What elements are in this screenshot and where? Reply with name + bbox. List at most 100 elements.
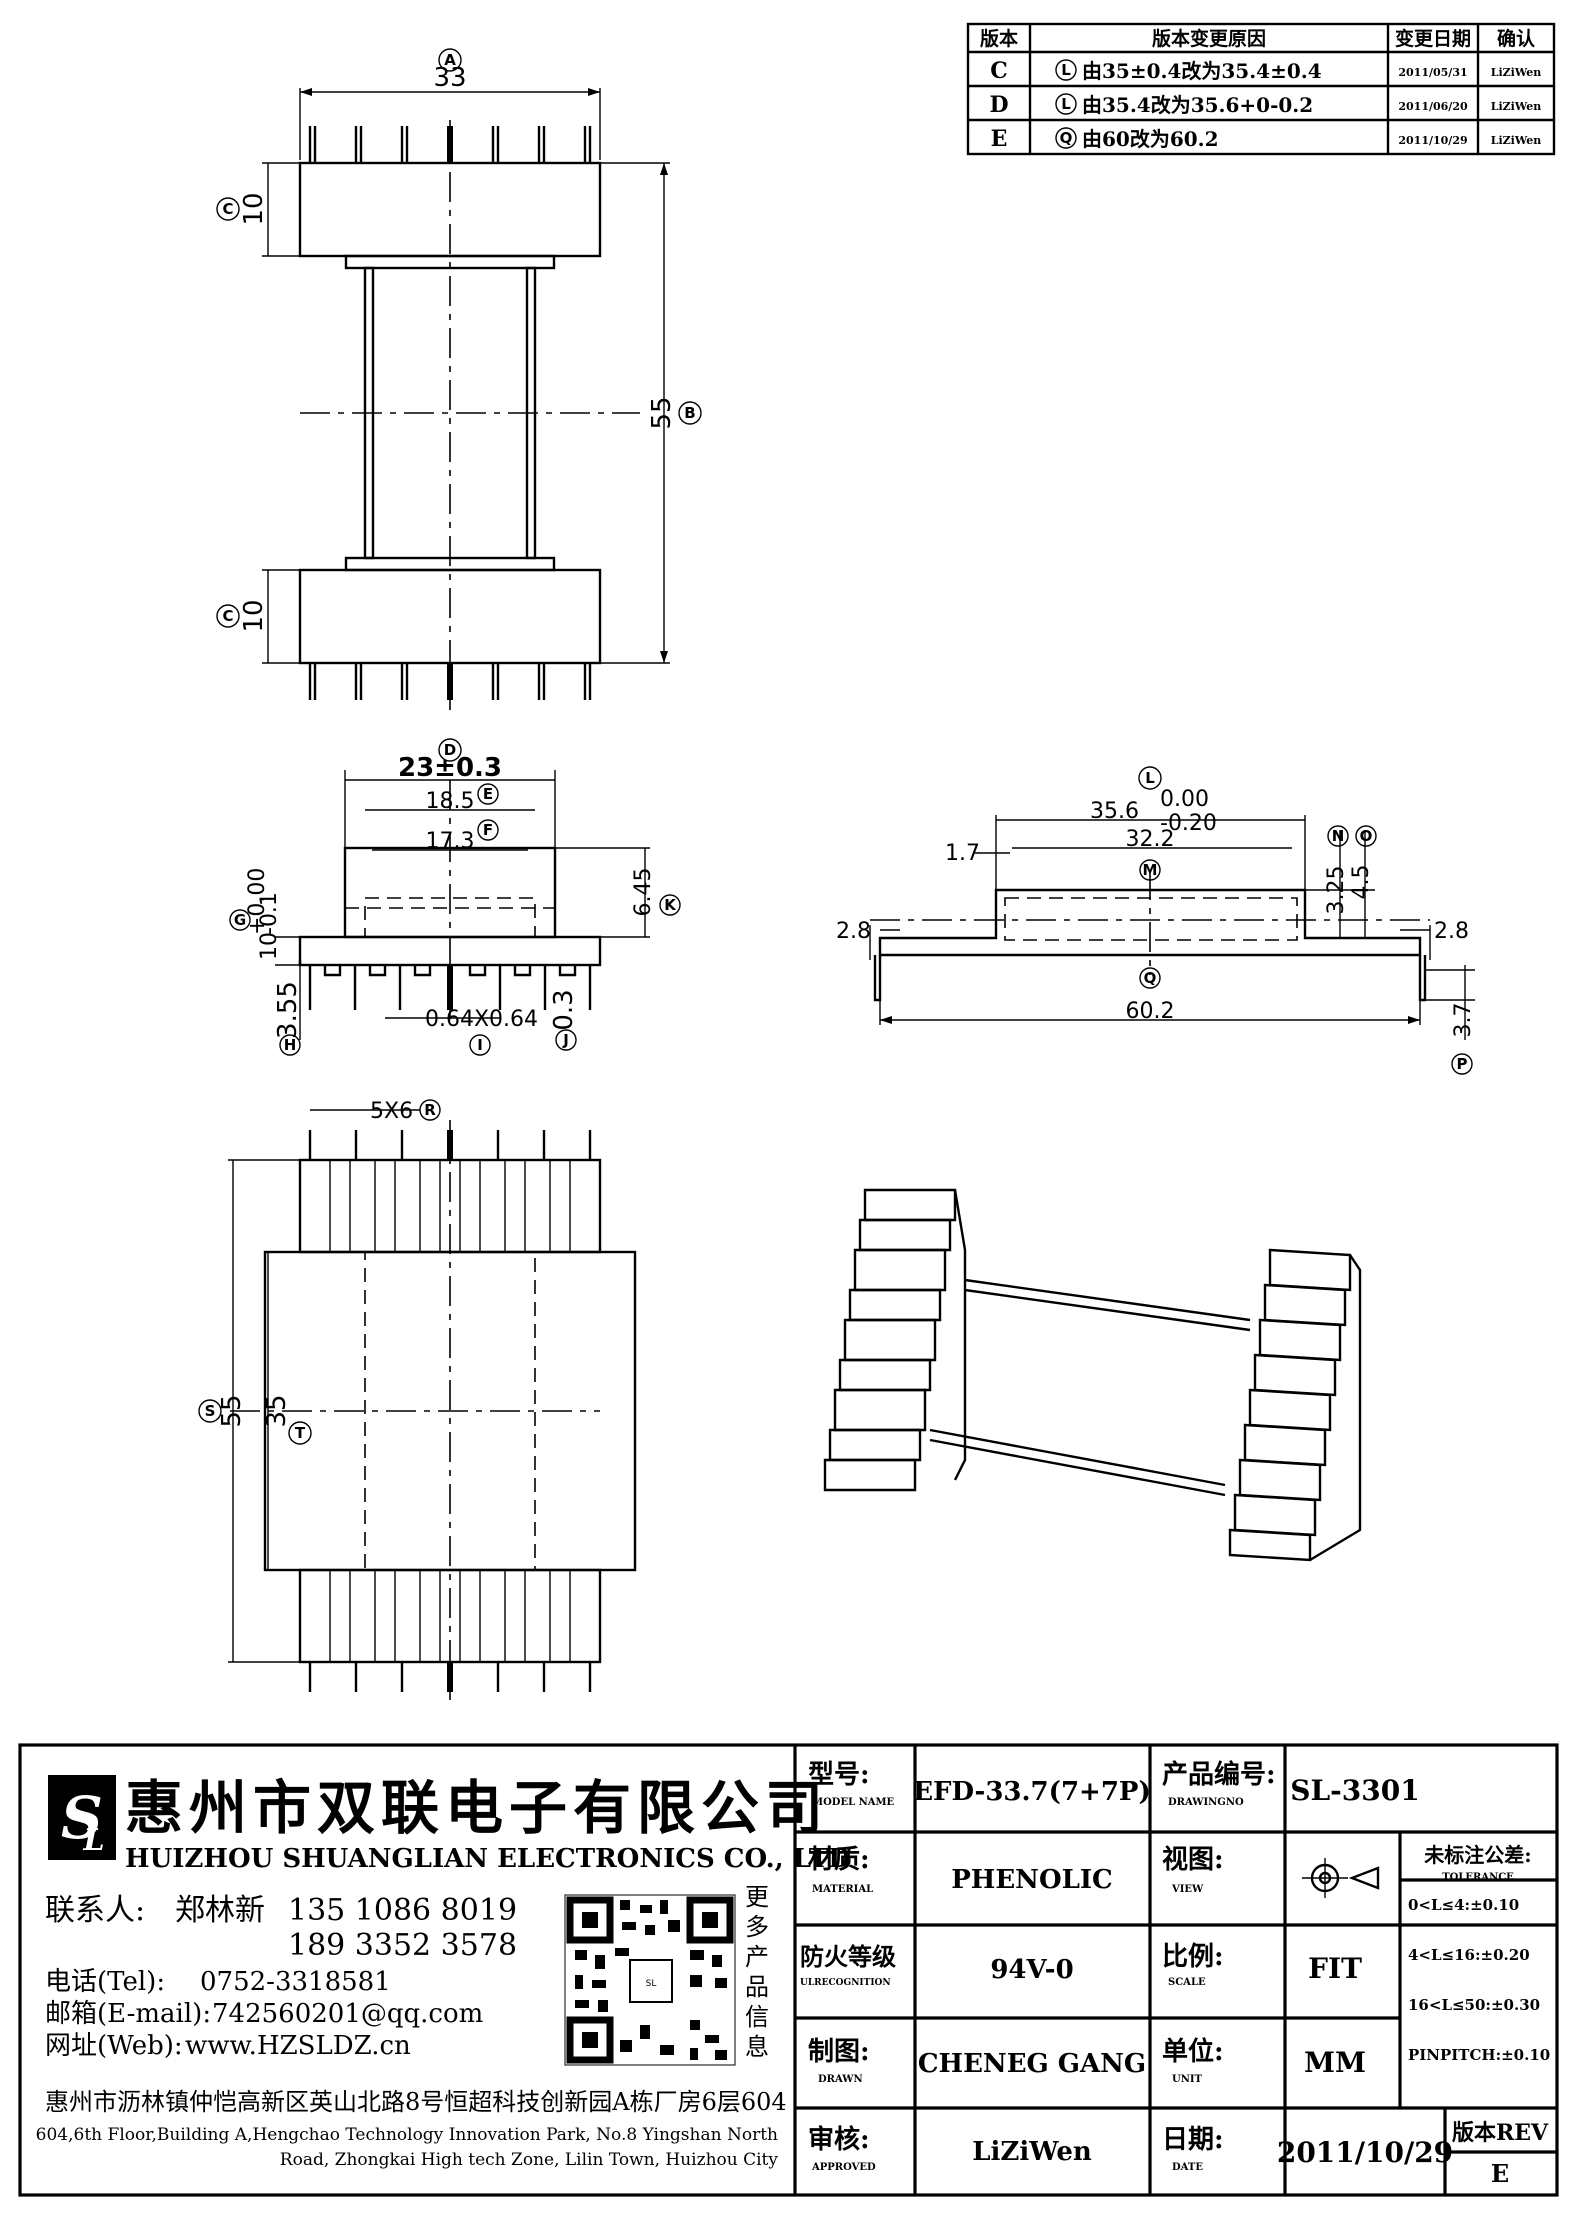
bubble-h-letter: H [284, 1036, 297, 1054]
rev-row-e-version: E [991, 126, 1008, 152]
rev-row-e-by: LiZiWen [1491, 134, 1542, 147]
bubble-i-letter: I [477, 1036, 483, 1054]
bubble-q-letter: Q [1144, 969, 1157, 987]
more-info-5: 信 [745, 2003, 769, 2031]
rev-row-d-bubble-letter: L [1061, 95, 1071, 113]
dim-i-value: 0.64X0.64 [425, 1007, 538, 1032]
address-en-line-1: 604,6th Floor,Building A,Hengchao Techno… [36, 2125, 778, 2145]
bubble-r [419, 1099, 441, 1121]
bubble-s-letter: S [205, 1402, 216, 1420]
dim-k-value: 6.45 [631, 868, 656, 917]
dim-p-value: 3.7 [1451, 1003, 1476, 1038]
bubble-i [469, 1034, 491, 1056]
projection-symbol-icon [1302, 1858, 1380, 1898]
rev-row-c-version: C [990, 58, 1008, 84]
model-label: 型号: [808, 1760, 870, 1790]
dim-q-value: 60.2 [1126, 999, 1175, 1024]
unit-label: 单位: [1162, 2036, 1224, 2067]
scale-label: 比例: [1162, 1942, 1224, 1972]
contact-phone-2: 189 3352 3578 [288, 1928, 517, 1963]
isometric-view [823, 1188, 1362, 1562]
company-name-cn: 惠州市双联电子有限公司 [125, 1774, 829, 1842]
svg-text:S: S [61, 1784, 103, 1852]
date-value: 2011/10/29 [1277, 2136, 1453, 2169]
tolerance-label: 未标注公差: [1424, 1843, 1531, 1867]
rev-row-c-reason: 由35±0.4改为35.4±0.4 [1082, 59, 1322, 83]
dim-right-flange-value: 2.8 [1434, 919, 1469, 944]
svg-text:SL: SL [646, 1979, 657, 1989]
approved-label-en: APPROVED [811, 2162, 876, 2173]
more-info-3: 产 [745, 1943, 769, 1971]
bubble-d-letter: D [444, 741, 456, 759]
bubble-l [1138, 766, 1162, 790]
scale-label-en: SCALE [1168, 1977, 1206, 1988]
bubble-r-letter: R [424, 1101, 436, 1119]
flame-label-en: ULRECOGNITION [800, 1978, 891, 1988]
drawn-label: 制图: [808, 2037, 870, 2067]
bubble-m [1139, 859, 1161, 881]
bubble-l-letter: L [1145, 769, 1155, 787]
contact-name: 郑林新 [175, 1893, 265, 1928]
drawing-no-value: SL-3301 [1290, 1774, 1419, 1807]
bubble-c-bottom [216, 604, 240, 628]
drawing-no-label-en: DRAWINGNO [1168, 1797, 1244, 1808]
rev-row-e-bubble [1055, 127, 1077, 149]
dim-j-value: 0.3 [549, 989, 579, 1030]
more-info-6: 息 [745, 2033, 769, 2061]
drawing-no-label: 产品编号: [1162, 1759, 1276, 1790]
title-block [795, 1745, 1557, 2195]
dim-left-flange-value: 2.8 [836, 919, 871, 944]
bubble-b [678, 401, 702, 425]
date-label-en: DATE [1172, 2162, 1203, 2173]
view-label-en: VIEW [1171, 1884, 1204, 1895]
address-cn: 惠州市沥林镇仲恺高新区英山北路8号恒超科技创新园A栋厂房6层604 [45, 2088, 787, 2116]
bubble-c-top-letter: C [222, 200, 233, 218]
model-label-en: MODEL NAME [812, 1797, 895, 1808]
drawn-label-en: DRAWN [818, 2074, 863, 2085]
company-name-en: HUIZHOU SHUANGLIAN ELECTRONICS CO., LTD [125, 1844, 851, 1874]
address-en-line-2: Road, Zhongkai High tech Zone, Lilin Tow… [280, 2150, 779, 2170]
more-info-1: 更 [745, 1883, 769, 1911]
dim-d-value: 23±0.3 [398, 753, 502, 783]
approved-value: LiZiWen [972, 2137, 1092, 2167]
bubble-p-letter: P [1457, 1055, 1468, 1073]
more-info-4: 品 [745, 1973, 769, 2001]
bubble-b-letter: B [684, 404, 695, 422]
bubble-n [1327, 825, 1349, 847]
web-value: www.HZSLDZ.cn [185, 2031, 411, 2061]
tolerance-line-3: 16<L≤50:±0.30 [1408, 1996, 1540, 2014]
bottom-view-bottom-pins [308, 1662, 592, 1692]
bubble-f-letter: F [483, 821, 493, 839]
tolerance-label-en: TOLERANCE [1442, 1872, 1514, 1883]
tolerance-line-4: PINPITCH:±0.10 [1408, 2046, 1550, 2064]
bubble-e [477, 783, 499, 805]
bubble-e-letter: E [483, 785, 493, 803]
company-logo: S L [48, 1775, 116, 1860]
bubble-p [1451, 1053, 1473, 1075]
material-value: PHENOLIC [951, 1865, 1112, 1895]
tel-value: 0752-3318581 [200, 1967, 391, 1997]
rev-row-c-by: LiZiWen [1491, 66, 1542, 79]
rev-row-d-reason: 由35.4改为35.6+0-0.2 [1082, 93, 1313, 117]
tolerance-line-2: 4<L≤16:±0.20 [1408, 1946, 1530, 1964]
rev-label: 版本REV [1452, 2120, 1549, 2146]
qr-code: SL [564, 1894, 736, 2066]
title-frame [18, 1743, 1559, 2197]
bubble-f [477, 819, 499, 841]
end-view: 23±0.3 D 18.5 E 17.3 F 10 +0.00 -0.1 G 3… [229, 738, 681, 1056]
rev-row-e-bubble-letter: Q [1060, 129, 1073, 147]
dim-m-value: 32.2 [1126, 827, 1175, 852]
bottom-view: 5X6 R 55 S 35 T [198, 1099, 637, 1700]
material-label: 材质: [808, 1845, 870, 1875]
bubble-q [1139, 967, 1161, 989]
dim-l-tol-upper: 0.00 [1160, 787, 1209, 812]
dim-f-value: 17.3 [426, 829, 475, 854]
unit-value: MM [1304, 2046, 1366, 2079]
bubble-n-letter: N [1332, 827, 1345, 845]
web-label: 网址(Web): [45, 2031, 183, 2061]
bubble-j [555, 1029, 577, 1051]
view-label: 视图: [1162, 1845, 1224, 1875]
email-value: 742560201@qq.com [212, 1999, 483, 2029]
dim-c-bottom-value: 10 [239, 599, 269, 632]
